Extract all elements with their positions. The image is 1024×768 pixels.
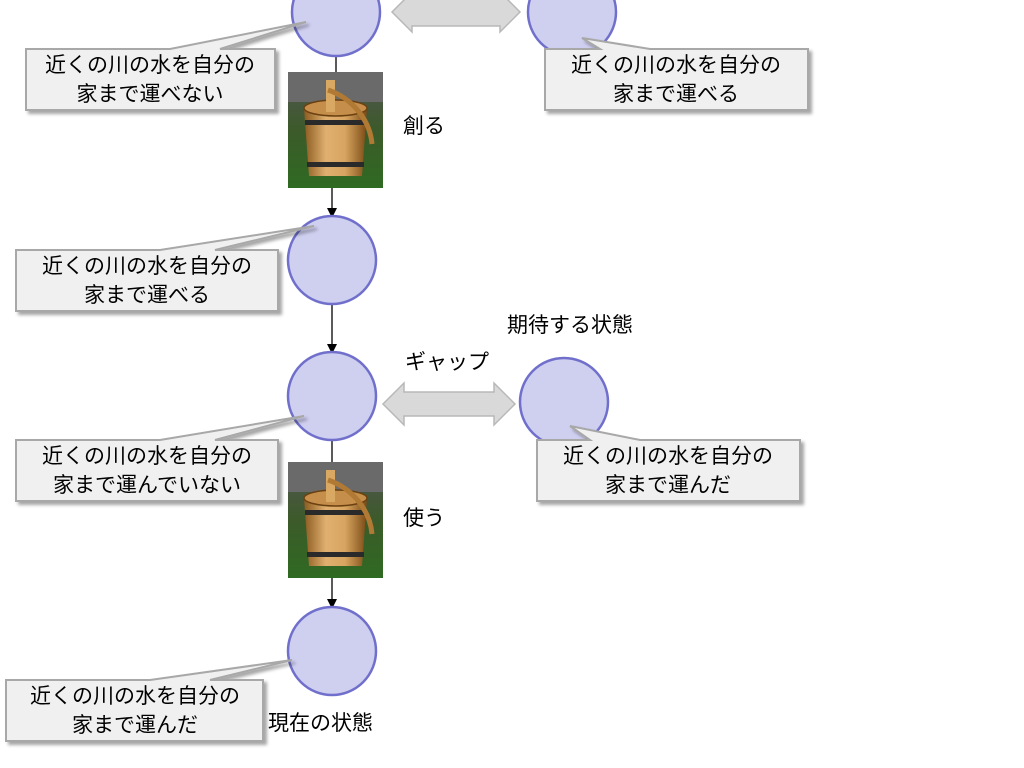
callout-gap-left-line2: 家まで運んでいない: [53, 473, 241, 497]
callout-bottom-left-line1: 近くの川の水を自分の: [30, 684, 240, 708]
callout-bottom-left-shape: [5, 659, 293, 742]
gap-arrow-top: [390, 0, 522, 34]
label-expected-state: 期待する状態: [507, 313, 633, 337]
callout-gap-right-line1: 近くの川の水を自分の: [563, 444, 773, 468]
callout-top-right-line1: 近くの川の水を自分の: [571, 53, 781, 77]
callout-middle-left: 近くの川の水を自分の 家まで運べる: [22, 252, 272, 310]
gap-arrow: [381, 381, 517, 427]
state-node-top-left: [290, 0, 382, 58]
callout-bottom-left-line2: 家まで運んだ: [72, 713, 198, 737]
callout-top-left-line2: 家まで運べない: [76, 82, 224, 106]
state-node-current: [286, 605, 378, 697]
state-node-middle: [286, 214, 378, 306]
state-node-gap: [286, 350, 378, 442]
callout-gap-right: 近くの川の水を自分の 家まで運んだ: [543, 442, 793, 500]
callout-middle-left-line2: 家まで運べる: [84, 283, 210, 307]
callout-top-left-line1: 近くの川の水を自分の: [45, 53, 255, 77]
callout-gap-left: 近くの川の水を自分の 家まで運んでいない: [22, 442, 272, 500]
label-use: 使う: [403, 506, 445, 530]
bucket-image-use: [288, 462, 383, 578]
callout-top-left-shape: [25, 21, 307, 111]
callout-top-right: 近くの川の水を自分の 家まで運べる: [551, 51, 801, 109]
callout-top-right-shape: [544, 37, 809, 111]
label-current-state: 現在の状態: [268, 711, 373, 735]
callout-top-right-line2: 家まで運べる: [613, 82, 739, 106]
label-create: 創る: [403, 114, 445, 138]
callout-middle-left-shape: [15, 225, 315, 312]
label-gap: ギャップ: [405, 350, 489, 374]
callout-gap-right-shape: [536, 425, 801, 502]
bucket-image-create: [288, 72, 383, 188]
callout-gap-right-line2: 家まで運んだ: [605, 473, 731, 497]
callout-middle-left-line1: 近くの川の水を自分の: [42, 254, 252, 278]
callout-bottom-left: 近くの川の水を自分の 家まで運んだ: [10, 682, 260, 740]
callout-gap-left-shape: [15, 415, 305, 502]
callout-gap-left-line1: 近くの川の水を自分の: [42, 444, 252, 468]
callout-top-left: 近くの川の水を自分の 家まで運べない: [25, 51, 275, 109]
